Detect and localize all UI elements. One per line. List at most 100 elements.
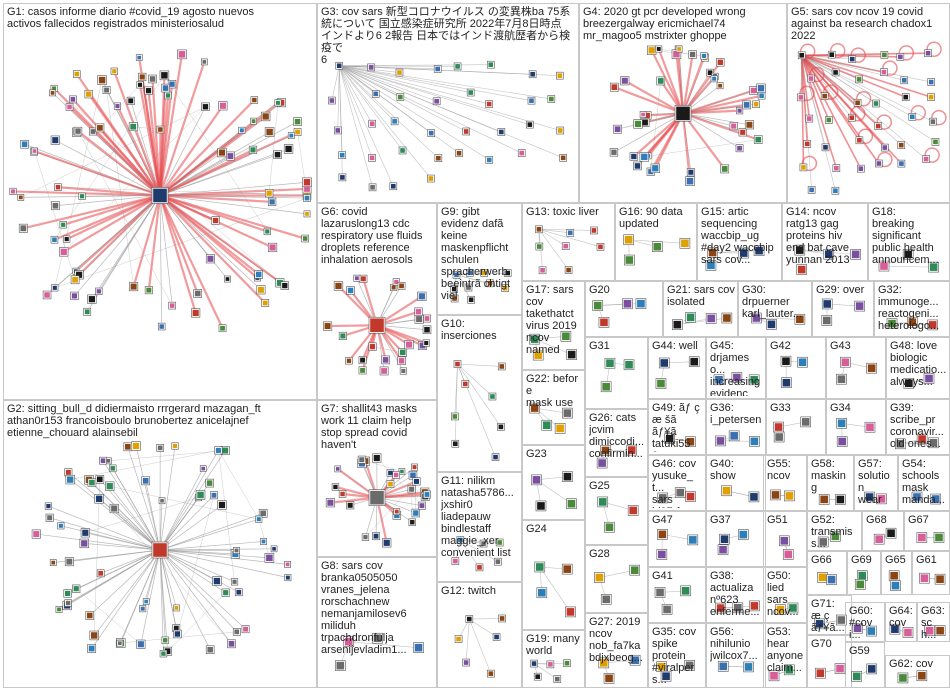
node-g1-62[interactable]	[218, 324, 227, 333]
node-g4-41[interactable]	[685, 176, 695, 186]
node-g13-6[interactable]	[538, 266, 547, 275]
node-g40-0[interactable]	[721, 485, 732, 497]
node-g48-0[interactable]	[903, 377, 915, 389]
node-g4-7[interactable]	[749, 86, 758, 95]
node-g1-54[interactable]	[148, 74, 157, 84]
node-g2-46[interactable]	[87, 644, 97, 653]
node-g2-2[interactable]	[161, 636, 169, 644]
node-g5-0[interactable]	[797, 51, 806, 60]
node-g1-45[interactable]	[89, 127, 97, 136]
node-g3-31[interactable]	[559, 154, 567, 162]
node-g1-57[interactable]	[42, 290, 52, 300]
node-g2-44[interactable]	[221, 588, 230, 597]
node-g1-66[interactable]	[301, 234, 309, 243]
node-g5-18[interactable]	[805, 114, 814, 123]
node-g3-11[interactable]	[432, 97, 441, 106]
node-g24-3[interactable]	[565, 606, 576, 618]
node-g8-3[interactable]	[335, 660, 346, 671]
node-g43-1[interactable]	[866, 362, 877, 374]
node-g29-1[interactable]	[854, 300, 865, 312]
node-g1-85[interactable]	[248, 145, 258, 154]
node-g8-1[interactable]	[372, 632, 383, 644]
node-g23-0[interactable]	[531, 474, 542, 486]
node-g3-23[interactable]	[556, 126, 565, 135]
node-g14-3[interactable]	[796, 264, 808, 275]
node-g29-0[interactable]	[821, 298, 833, 310]
node-g41-0[interactable]	[654, 587, 666, 598]
node-g5-37[interactable]	[831, 186, 840, 195]
node-g42-1[interactable]	[797, 356, 808, 368]
node-g2-4[interactable]	[44, 502, 53, 510]
node-g1-65[interactable]	[191, 308, 201, 318]
node-g2-15[interactable]	[95, 475, 105, 484]
node-g7-11[interactable]	[412, 477, 421, 486]
node-g1-77[interactable]	[168, 301, 176, 310]
node-g4-11[interactable]	[609, 148, 619, 157]
node-g4-21[interactable]	[753, 135, 763, 144]
node-g24-0[interactable]	[534, 561, 546, 573]
node-g5-29[interactable]	[931, 138, 940, 146]
node-g7-21[interactable]	[357, 455, 366, 464]
node-g4-9[interactable]	[655, 45, 663, 53]
node-g7-16[interactable]	[393, 508, 401, 515]
node-g9-8[interactable]	[450, 294, 459, 303]
node-g1-78[interactable]	[261, 111, 271, 122]
node-g1-28[interactable]	[59, 247, 69, 257]
node-g4-17[interactable]	[729, 122, 738, 131]
node-g9-6[interactable]	[486, 279, 494, 288]
node-g9-5[interactable]	[464, 283, 473, 292]
node-g6-21[interactable]	[414, 314, 424, 324]
node-g59-1[interactable]	[866, 663, 878, 675]
node-g1-19[interactable]	[283, 144, 294, 154]
node-g10-3[interactable]	[488, 392, 497, 401]
node-g4-32[interactable]	[629, 152, 639, 161]
node-g2-39[interactable]	[217, 500, 227, 510]
node-g1-3[interactable]	[83, 307, 92, 316]
node-g1-91[interactable]	[84, 89, 93, 99]
node-g2-67[interactable]	[136, 639, 146, 649]
node-g23-1[interactable]	[562, 471, 573, 482]
node-g71-0[interactable]	[814, 618, 825, 630]
node-g56-1[interactable]	[743, 661, 754, 673]
node-g5-24[interactable]	[803, 140, 812, 148]
node-g2-49[interactable]	[264, 553, 275, 563]
node-g33-0[interactable]	[773, 421, 784, 433]
node-g3-1[interactable]	[367, 63, 375, 72]
node-g34-2[interactable]	[836, 436, 848, 447]
node-g19-2[interactable]	[563, 659, 571, 668]
node-g3-4[interactable]	[453, 62, 462, 71]
node-g52-1[interactable]	[830, 531, 841, 542]
node-g6-23[interactable]	[397, 282, 406, 290]
node-g45-1[interactable]	[731, 372, 743, 383]
node-g44-1[interactable]	[688, 356, 700, 367]
node-g26-1[interactable]	[626, 444, 638, 456]
node-g11-2[interactable]	[495, 538, 504, 547]
node-g57-1[interactable]	[876, 493, 887, 505]
node-g7-13[interactable]	[407, 485, 416, 494]
node-g7-18[interactable]	[331, 483, 340, 491]
node-g12-0[interactable]	[465, 615, 474, 623]
node-g4-27[interactable]	[710, 75, 718, 83]
node-g1-35[interactable]	[9, 187, 17, 195]
node-g3-3[interactable]	[433, 65, 442, 73]
node-g51-0[interactable]	[779, 535, 790, 547]
node-g2-33[interactable]	[234, 588, 243, 597]
node-g36-1[interactable]	[728, 430, 740, 442]
node-g42-2[interactable]	[781, 377, 792, 388]
node-g5-30[interactable]	[799, 163, 808, 172]
node-g5-2[interactable]	[848, 55, 857, 63]
node-g2-27[interactable]	[284, 574, 292, 582]
node-g53-1[interactable]	[783, 664, 795, 676]
node-g14-1[interactable]	[823, 248, 835, 260]
node-g46-0[interactable]	[657, 492, 669, 504]
node-g7-22[interactable]	[392, 471, 400, 479]
node-g2-69[interactable]	[64, 599, 72, 607]
node-g2-53[interactable]	[241, 625, 250, 634]
node-g2-40[interactable]	[89, 630, 99, 641]
node-g1-72[interactable]	[274, 99, 282, 107]
node-g4-16[interactable]	[633, 119, 643, 129]
node-g4-28[interactable]	[742, 100, 751, 110]
node-g5-25[interactable]	[821, 143, 830, 152]
node-g4-5[interactable]	[647, 45, 657, 55]
node-g6-9[interactable]	[392, 278, 400, 286]
